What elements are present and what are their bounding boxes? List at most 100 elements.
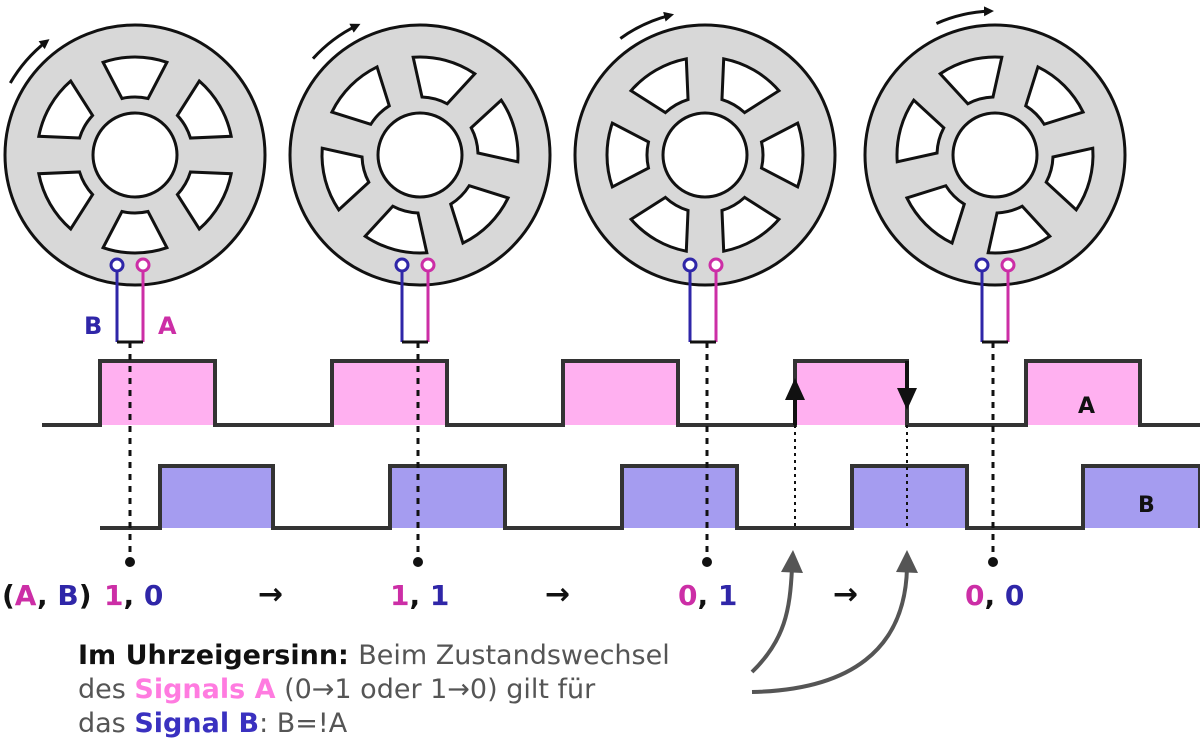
wheel-slot	[937, 55, 1004, 106]
state-b-value: 0	[1005, 579, 1024, 612]
wheel-slot	[469, 97, 520, 164]
pulse-fill	[622, 466, 737, 528]
wheel-slot	[605, 120, 651, 190]
encoder-wheel	[573, 23, 837, 287]
state-value: 1, 0	[104, 579, 163, 612]
caption-line-2: des Signals A (0→1 oder 1→0) gilt für	[78, 674, 596, 705]
sensor-b-pin	[682, 257, 698, 273]
state-separator: ,	[123, 579, 143, 612]
signal-b-waveform	[100, 464, 1200, 530]
wheel-slot	[175, 170, 234, 232]
state-value: 0, 1	[678, 579, 737, 612]
sensor-a-pin	[1000, 257, 1016, 273]
sample-dot	[125, 557, 135, 567]
sensor-b-pin	[109, 257, 125, 273]
sensor-pins	[109, 257, 1016, 344]
sample-dot	[702, 557, 712, 567]
wheel-slot	[628, 56, 690, 115]
wheel-slot	[759, 120, 805, 190]
encoder-wheel	[3, 23, 267, 287]
pointer-arrows	[750, 550, 918, 694]
state-prefix: (A, B)	[2, 579, 92, 612]
state-separator: ,	[984, 579, 1004, 612]
wheel-slot	[175, 78, 234, 140]
signal-a-waveform	[42, 359, 1200, 427]
state-value: 1, 1	[390, 579, 449, 612]
caption-line-1: Im Uhrzeigersinn: Beim Zustandswechsel	[78, 640, 670, 671]
sensor-pair	[109, 257, 151, 344]
wheel-slot	[36, 78, 95, 140]
pulse-fill	[852, 466, 967, 528]
waveform-line	[42, 359, 1200, 427]
wheel-slot	[986, 204, 1053, 255]
pointer-arrow-rising-head	[781, 550, 803, 573]
transition-arrow: →	[833, 577, 858, 612]
encoder-wheel	[288, 23, 552, 287]
state-a-value: 1	[104, 579, 123, 612]
pulse-fill	[1083, 466, 1200, 528]
sensor-b-pin	[394, 257, 410, 273]
sensor-pair	[682, 257, 724, 344]
wheel-slot	[720, 195, 782, 254]
sample-dot	[988, 557, 998, 567]
rotation-arrow	[935, 6, 994, 25]
pointer-arrow-falling	[751, 567, 909, 694]
signal-b-label: B	[1138, 493, 1155, 518]
falling-edge-arrowhead	[897, 388, 917, 410]
wheel-slot	[895, 97, 946, 164]
wheel-slot	[362, 204, 429, 255]
sensor-pair	[394, 257, 436, 344]
rotation-arrows	[8, 6, 994, 84]
wheel-slot	[720, 56, 782, 115]
wheel-slot	[1023, 64, 1086, 127]
transition-arrow: →	[545, 577, 570, 612]
wheel-slot	[904, 183, 967, 246]
wheel-hub	[951, 111, 1039, 199]
sample-lines	[125, 342, 998, 567]
sample-dot	[413, 557, 423, 567]
signal-a-label: A	[1078, 394, 1095, 419]
rotation-arrow	[619, 11, 675, 40]
rotation-arrow	[311, 23, 361, 60]
state-separator: ,	[697, 579, 717, 612]
pulse-fill	[795, 361, 907, 425]
state-separator: ,	[409, 579, 429, 612]
encoder-wheels	[3, 23, 1127, 287]
wheel-slot	[411, 55, 478, 106]
pulse-fill	[100, 361, 215, 425]
sensor-b-pin	[974, 257, 990, 273]
state-a-value: 0	[965, 579, 984, 612]
caption-line-3: das Signal B: B=!A	[78, 708, 348, 739]
state-b-value: 1	[718, 579, 737, 612]
state-a-value: 0	[678, 579, 697, 612]
wheel-hub	[91, 111, 179, 199]
sensor-label-a: A	[158, 312, 177, 340]
state-a-value: 1	[390, 579, 409, 612]
pulse-fill	[160, 466, 273, 528]
wheel-hub	[376, 111, 464, 199]
wheel-slot	[628, 195, 690, 254]
state-b-value: 0	[144, 579, 163, 612]
sensor-label-b: B	[84, 312, 102, 340]
pulse-fill	[332, 361, 447, 425]
wheel-slot	[100, 209, 170, 255]
transition-arrow: →	[258, 577, 283, 612]
wheel-hub	[661, 111, 749, 199]
wheel-slot	[100, 55, 170, 101]
wheel-slot	[1044, 146, 1095, 213]
state-value: 0, 0	[965, 579, 1024, 612]
pulse-fill	[563, 361, 678, 425]
rotation-arrow	[8, 39, 50, 84]
sensor-pair	[974, 257, 1016, 344]
waveform-line	[100, 464, 1200, 530]
pulse-fill	[390, 466, 505, 528]
pulse-fill	[1026, 361, 1140, 425]
wheel-slot	[320, 146, 371, 213]
wheel-slot	[329, 64, 392, 127]
rising-edge-arrowhead	[785, 378, 805, 400]
pointer-arrow-falling-head	[896, 550, 918, 573]
sensor-a-pin	[420, 257, 436, 273]
encoder-wheel	[863, 23, 1127, 287]
